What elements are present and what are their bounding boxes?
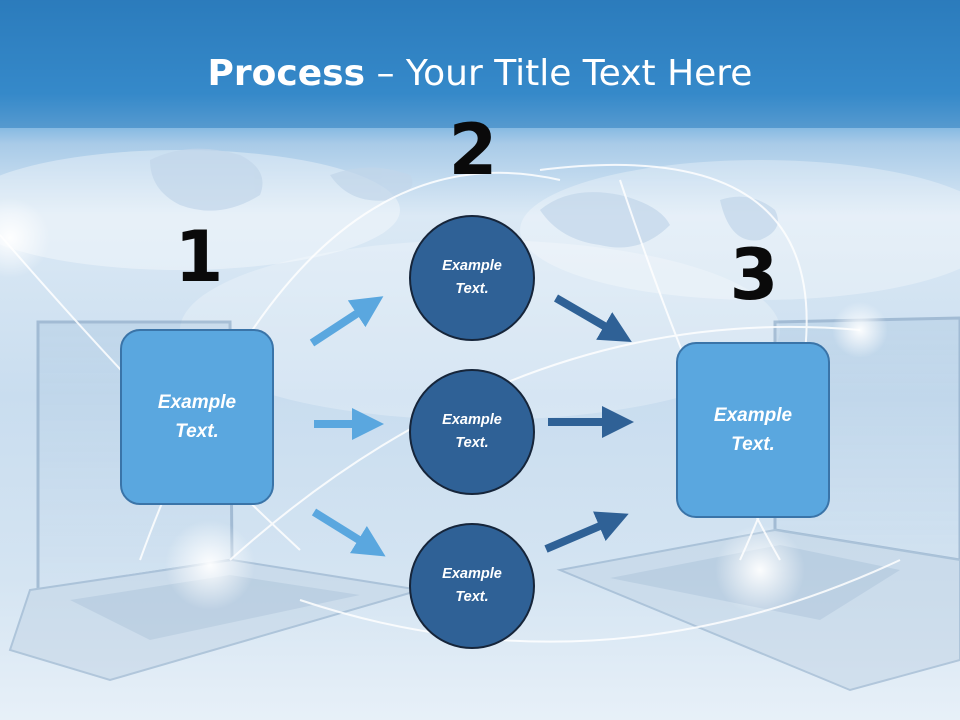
step-1-box[interactable]: Example Text. (120, 329, 274, 505)
title-bold-part: Process (207, 53, 366, 94)
step-2-circle-bottom-text: Example Text. (442, 566, 502, 605)
step-1-text: Example Text. (157, 392, 237, 442)
step-number-1: 1 (174, 216, 224, 298)
slide-title: Process – Your Title Text Here (0, 52, 960, 96)
step-2-circle-bottom[interactable]: Example Text. (409, 523, 535, 649)
step-2-circle-middle[interactable]: Example Text. (409, 369, 535, 495)
step-3-text: Example Text. (713, 405, 793, 455)
step-number-3: 3 (729, 234, 779, 316)
title-rest-part: Your Title Text Here (405, 53, 753, 94)
step-2-circle-middle-text: Example Text. (442, 412, 502, 451)
step-2-circle-top[interactable]: Example Text. (409, 215, 535, 341)
step-2-circle-top-text: Example Text. (442, 258, 502, 297)
step-3-box[interactable]: Example Text. (676, 342, 830, 518)
title-separator: – (365, 53, 406, 94)
step-number-2: 2 (448, 109, 498, 191)
